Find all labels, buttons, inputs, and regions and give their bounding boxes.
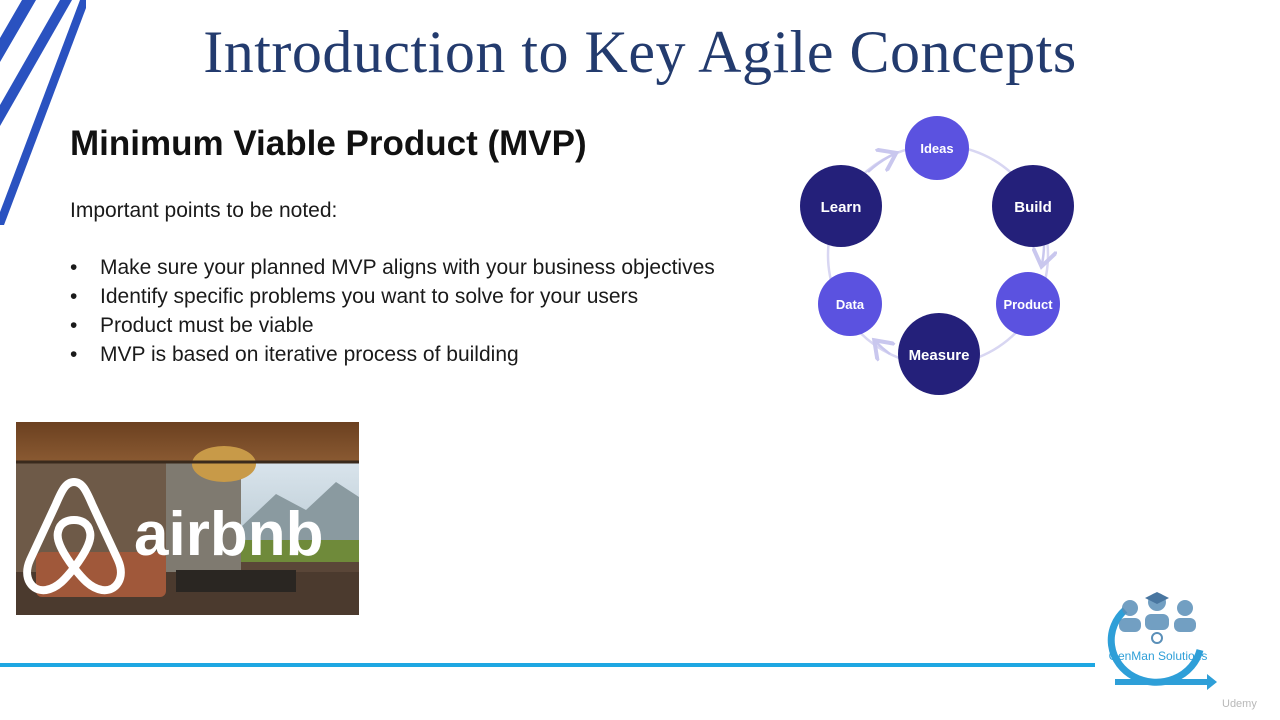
- cycle-arrow: [876, 342, 890, 354]
- cycle-node-label: Data: [836, 297, 865, 312]
- cycle-arrow: [867, 154, 894, 173]
- globe-icon: [1151, 632, 1163, 644]
- section-heading: Minimum Viable Product (MVP): [70, 124, 587, 163]
- bottom-accent-line: [0, 663, 1095, 667]
- cycle-node-measure: Measure: [898, 313, 980, 395]
- airbnb-wordmark: airbnb: [134, 500, 323, 569]
- company-name: GenMan Solutions: [1109, 649, 1208, 663]
- cycle-node-label: Learn: [821, 199, 862, 216]
- cycle-node-product: Product: [996, 272, 1060, 336]
- cycle-node-learn: Learn: [800, 165, 882, 247]
- bullet-text: Make sure your planned MVP aligns with y…: [100, 256, 715, 279]
- cycle-node-label: Build: [1014, 199, 1052, 216]
- cycle-node-ideas: Ideas: [905, 116, 969, 180]
- list-item: • Make sure your planned MVP aligns with …: [70, 255, 715, 284]
- bullet-text: MVP is based on iterative process of bui…: [100, 343, 519, 366]
- genman-logo: GenMan Solutions: [1107, 592, 1217, 690]
- mvp-cycle-diagram: Ideas Build Product Measure Data Learn: [800, 116, 1074, 395]
- bullet-list: • Make sure your planned MVP aligns with …: [70, 255, 715, 371]
- people-icon: [1119, 592, 1196, 632]
- bullet-text: Product must be viable: [100, 314, 314, 337]
- bullet-dot: •: [70, 314, 78, 337]
- corner-stripes-decoration: [0, 0, 86, 225]
- slide-title: Introduction to Key Agile Concepts: [203, 19, 1077, 85]
- list-item: • MVP is based on iterative process of bu…: [70, 342, 715, 371]
- bullet-dot: •: [70, 256, 78, 279]
- cycle-node-build: Build: [992, 165, 1074, 247]
- arrow-icon: [1207, 674, 1217, 690]
- cycle-node-label: Ideas: [920, 141, 953, 156]
- airbnb-photo: airbnb: [16, 422, 359, 615]
- cycle-node-data: Data: [818, 272, 882, 336]
- bullet-dot: •: [70, 285, 78, 308]
- bullet-dot: •: [70, 343, 78, 366]
- cycle-node-label: Product: [1003, 297, 1053, 312]
- list-item: • Identify specific problems you want to …: [70, 284, 715, 313]
- list-item: • Product must be viable: [70, 313, 715, 342]
- airbnb-logo-icon: [23, 478, 125, 595]
- intro-text: Important points to be noted:: [70, 199, 338, 222]
- bullet-text: Identify specific problems you want to s…: [100, 285, 639, 308]
- platform-watermark: Udemy: [1222, 698, 1257, 710]
- cycle-node-label: Measure: [909, 347, 970, 364]
